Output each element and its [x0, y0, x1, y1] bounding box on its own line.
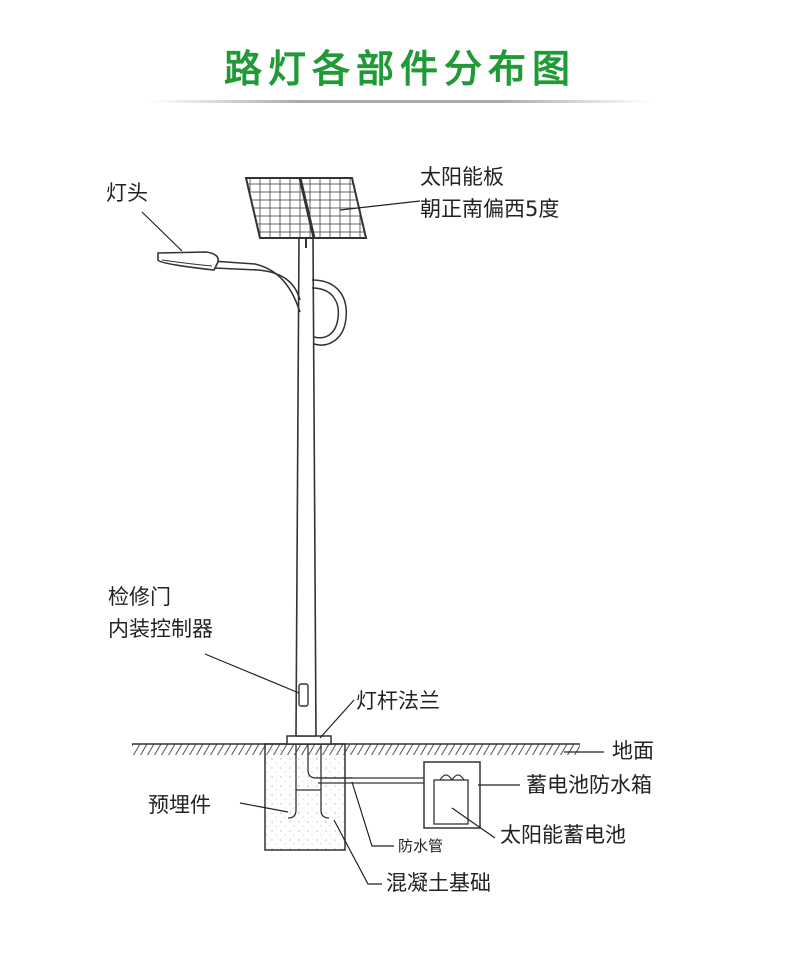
- label-solar-panel: 太阳能板: [420, 165, 504, 189]
- ground-surface: [132, 743, 580, 755]
- page-title: 路灯各部件分布图: [223, 47, 576, 91]
- label-embedded-part: 预埋件: [148, 793, 211, 817]
- waterproof-pipe: [318, 777, 434, 784]
- lamp-arm: [211, 260, 301, 313]
- concrete-foundation: [264, 743, 346, 851]
- label-access-door: 检修门: [108, 585, 171, 609]
- battery-box: [423, 761, 481, 829]
- label-waterproof-pipe: 防水管: [398, 837, 444, 855]
- lamp-head: [157, 251, 220, 271]
- title-divider: [150, 100, 650, 103]
- access-door: [298, 683, 309, 707]
- solar-panel: [244, 177, 368, 248]
- label-concrete-base: 混凝土基础: [386, 871, 491, 895]
- leader-lines: [141, 200, 604, 885]
- embedded-anchor: [287, 744, 352, 819]
- label-lamp-head: 灯头: [106, 181, 148, 205]
- label-solar-battery: 太阳能蓄电池: [500, 823, 626, 847]
- label-solar-panel-orientation: 朝正南偏西5度: [420, 197, 560, 221]
- pole-flange: [286, 735, 332, 745]
- label-battery-box: 蓄电池防水箱: [526, 773, 652, 797]
- cable-loop: [311, 279, 348, 346]
- label-ground: 地面: [612, 739, 654, 763]
- label-pole-flange: 灯杆法兰: [356, 689, 440, 713]
- label-controller: 内装控制器: [108, 617, 213, 641]
